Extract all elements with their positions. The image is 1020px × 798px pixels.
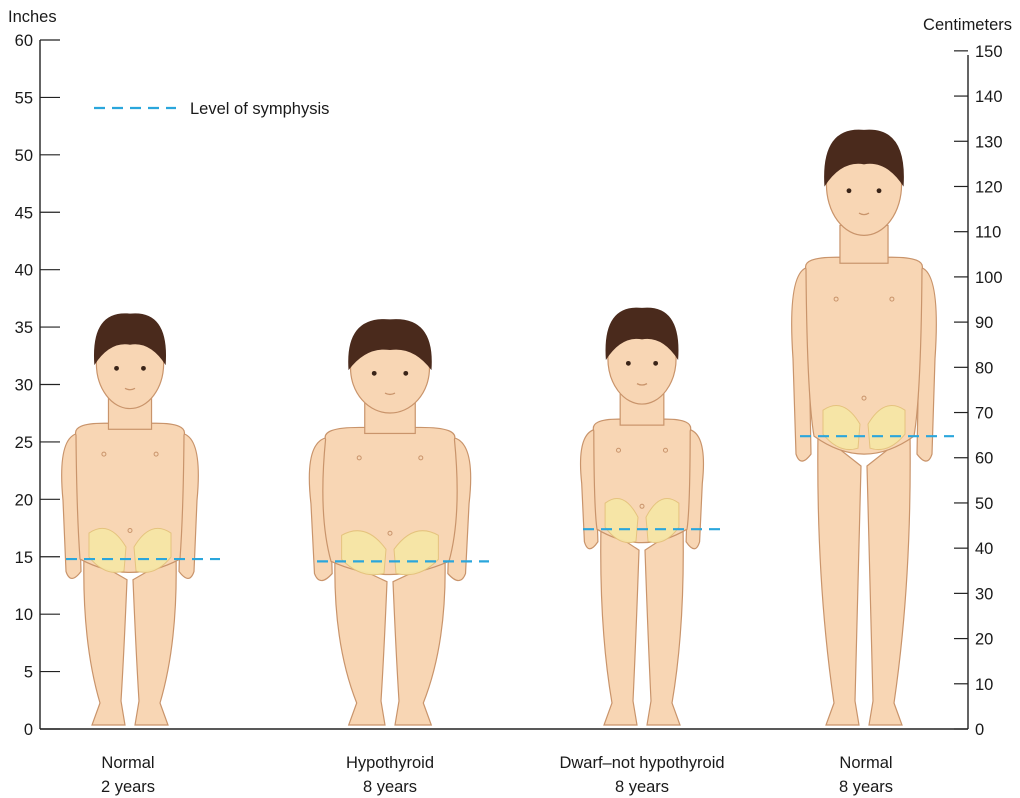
child-1-eye bbox=[403, 371, 408, 376]
right-tick-label-130: 130 bbox=[975, 133, 1003, 151]
child-3-eye bbox=[847, 188, 852, 193]
right-tick-label-90: 90 bbox=[975, 314, 993, 332]
child-2-eye bbox=[626, 361, 631, 366]
left-axis-label: Inches bbox=[8, 8, 57, 26]
child-2-leg bbox=[601, 525, 639, 725]
caption-0: Normal 2 years bbox=[101, 754, 155, 796]
left-tick-label-25: 25 bbox=[15, 434, 33, 452]
left-tick-label-30: 30 bbox=[15, 377, 33, 395]
right-axis-ticks: 0 10 20 30 40 50 60 70 80 90 100 110 120 130 140 150 bbox=[954, 43, 1003, 739]
left-tick-label-50: 50 bbox=[15, 147, 33, 165]
right-tick-label-20: 20 bbox=[975, 631, 993, 649]
caption-3: Normal 8 years bbox=[839, 754, 893, 796]
left-tick-label-5: 5 bbox=[24, 664, 33, 682]
right-tick-label-0: 0 bbox=[975, 721, 984, 739]
left-tick-label-55: 55 bbox=[15, 89, 33, 107]
left-tick-label-35: 35 bbox=[15, 319, 33, 337]
legend-label: Level of symphysis bbox=[190, 100, 329, 118]
caption-3-line1: Normal bbox=[839, 754, 892, 772]
caption-3-line2: 8 years bbox=[839, 778, 893, 796]
left-tick-label-40: 40 bbox=[15, 262, 33, 280]
child-0-eye bbox=[141, 366, 146, 371]
caption-0-line1: Normal bbox=[101, 754, 154, 772]
left-tick-label-15: 15 bbox=[15, 549, 33, 567]
right-tick-label-70: 70 bbox=[975, 405, 993, 423]
child-figure-0 bbox=[62, 313, 199, 725]
left-tick-label-10: 10 bbox=[15, 606, 33, 624]
child-figure-3 bbox=[792, 130, 937, 725]
right-tick-label-10: 10 bbox=[975, 676, 993, 694]
legend: Level of symphysis bbox=[94, 100, 329, 118]
caption-1: Hypothyroid 8 years bbox=[346, 754, 434, 796]
left-tick-label-20: 20 bbox=[15, 491, 33, 509]
right-tick-label-30: 30 bbox=[975, 585, 993, 603]
caption-2-line2: 8 years bbox=[615, 778, 669, 796]
child-1-eye bbox=[372, 371, 377, 376]
child-3-eye bbox=[877, 188, 882, 193]
right-tick-label-110: 110 bbox=[975, 224, 1001, 242]
caption-2-line1: Dwarf–not hypothyroid bbox=[559, 754, 724, 772]
right-tick-label-150: 150 bbox=[975, 43, 1003, 61]
right-tick-label-120: 120 bbox=[975, 178, 1003, 196]
left-tick-label-45: 45 bbox=[15, 204, 33, 222]
child-3-leg bbox=[867, 432, 910, 725]
child-2-leg bbox=[645, 525, 683, 725]
child-0-leg bbox=[84, 555, 127, 725]
child-1-leg bbox=[335, 557, 387, 725]
caption-1-line2: 8 years bbox=[363, 778, 417, 796]
left-tick-label-0: 0 bbox=[24, 721, 33, 739]
child-0-leg bbox=[133, 555, 176, 725]
child-3-leg bbox=[818, 432, 861, 725]
caption-1-line1: Hypothyroid bbox=[346, 754, 434, 772]
caption-2: Dwarf–not hypothyroid 8 years bbox=[559, 754, 724, 796]
right-axis-label: Centimeters bbox=[923, 16, 1012, 34]
child-figure-2 bbox=[581, 308, 704, 725]
children-group bbox=[62, 130, 937, 725]
child-1-leg bbox=[393, 557, 445, 725]
child-2-eye bbox=[653, 361, 658, 366]
right-tick-label-80: 80 bbox=[975, 359, 993, 377]
child-figure-1 bbox=[309, 319, 470, 725]
child-0-eye bbox=[114, 366, 119, 371]
left-tick-label-60: 60 bbox=[15, 32, 33, 50]
right-tick-label-60: 60 bbox=[975, 450, 993, 468]
right-tick-label-140: 140 bbox=[975, 88, 1003, 106]
right-tick-label-100: 100 bbox=[975, 269, 1003, 287]
right-tick-label-40: 40 bbox=[975, 540, 993, 558]
left-axis-ticks: 0 5 10 15 20 25 30 35 40 45 50 55 60 bbox=[15, 32, 60, 739]
right-tick-label-50: 50 bbox=[975, 495, 993, 513]
caption-0-line2: 2 years bbox=[101, 778, 155, 796]
